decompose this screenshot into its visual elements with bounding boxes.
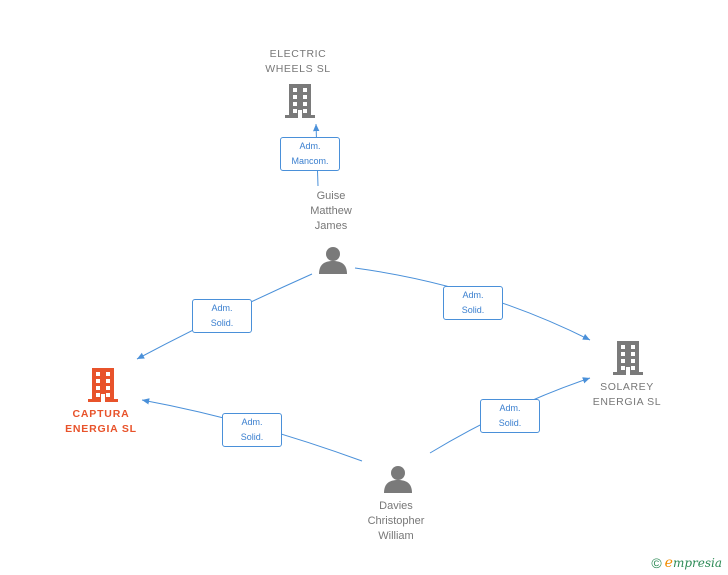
building-icon-solarey-energia[interactable] <box>613 341 643 375</box>
node-label-electric-wheels[interactable]: ELECTRIC WHEELS SL <box>265 48 331 75</box>
edge-label-role: Adm. <box>241 417 263 427</box>
person-icon-guise[interactable] <box>319 247 347 274</box>
edge-label-role: Adm. <box>462 290 484 300</box>
node-label-captura-energia[interactable]: CAPTURA ENERGIA SL <box>65 408 137 435</box>
edge-label-guise-captura[interactable]: Adm. Solid. <box>192 299 252 333</box>
node-label-davies[interactable]: Davies Christopher William <box>367 500 425 542</box>
edge-label-type: Solid. <box>498 418 522 428</box>
edge-label-type: Solid. <box>461 305 485 315</box>
building-icon-captura-energia[interactable] <box>88 368 118 402</box>
edge-label-guise-solarey[interactable]: Adm. Solid. <box>443 286 503 320</box>
building-icon-electric-wheels[interactable] <box>285 84 315 118</box>
edge-label-role: Adm. <box>299 141 321 151</box>
node-label-solarey-energia[interactable]: SOLAREY ENERGIA SL <box>592 381 662 408</box>
empresia-logo: empresia <box>664 555 722 571</box>
empresia-watermark[interactable]: © empresia <box>651 555 722 571</box>
edge-label-type: Solid. <box>240 432 264 442</box>
edge-label-type: Mancom. <box>291 156 329 166</box>
node-label-guise[interactable]: Guise Matthew James <box>310 190 352 232</box>
person-icon-davies[interactable] <box>384 466 412 493</box>
edge-label-type: Solid. <box>210 318 234 328</box>
edge-label-role: Adm. <box>499 403 521 413</box>
edge-label-davies-solarey[interactable]: Adm. Solid. <box>480 399 540 433</box>
edge-label-guise-electric[interactable]: Adm. Mancom. <box>280 137 340 171</box>
edge-label-role: Adm. <box>211 303 233 313</box>
edge-label-davies-captura[interactable]: Adm. Solid. <box>222 413 282 447</box>
copyright-icon: © <box>651 555 662 571</box>
